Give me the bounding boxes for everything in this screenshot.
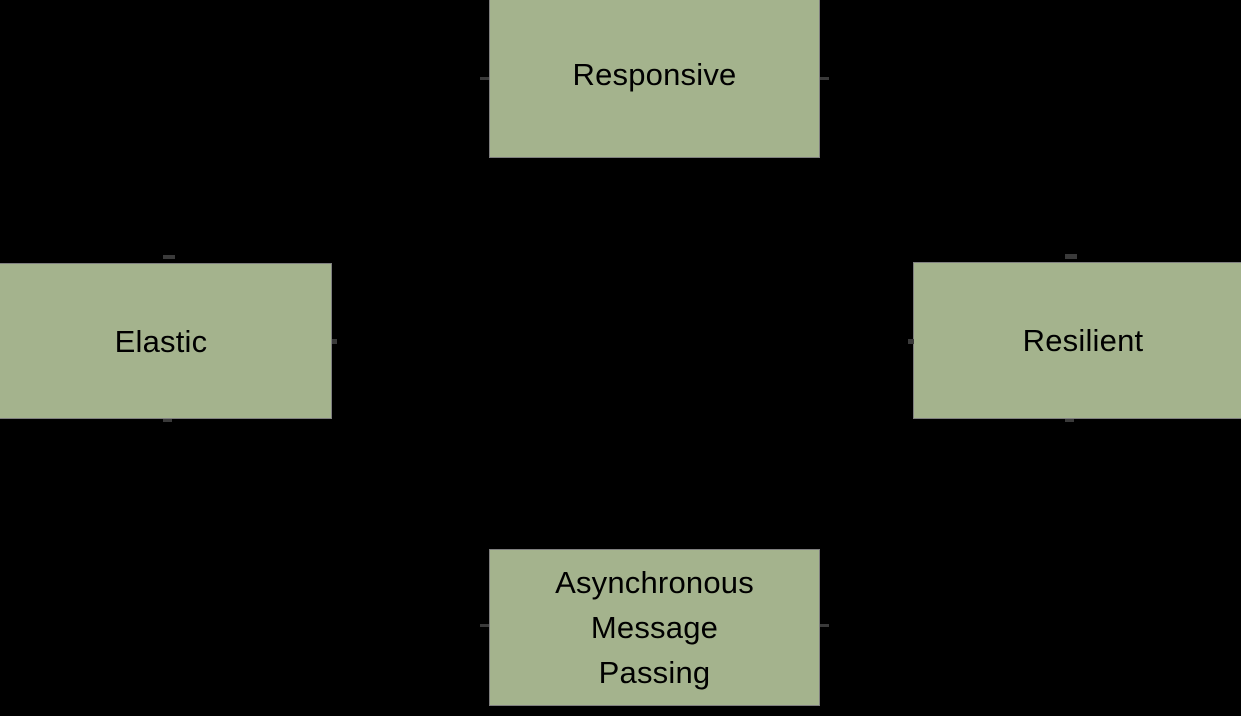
node-resilient[interactable]: Resilient <box>913 262 1241 419</box>
node-asynchronous-message-passing[interactable]: Asynchronous Message Passing <box>489 549 820 706</box>
connector-stub-async-left <box>480 624 489 627</box>
node-elastic-label: Elastic <box>114 323 208 359</box>
node-asynchronous-message-passing-label: Asynchronous Message Passing <box>555 565 754 690</box>
connector-stub-elastic-right <box>332 339 337 344</box>
node-resilient-label: Resilient <box>1022 323 1144 358</box>
connector-stub-elastic-bottom <box>163 419 172 422</box>
connector-stub-resilient-top <box>1065 254 1077 259</box>
connector-stub-async-right <box>820 624 829 627</box>
node-elastic[interactable]: Elastic <box>0 263 332 419</box>
connector-stub-resilient-bottom <box>1065 419 1074 422</box>
connector-stub-responsive-right <box>820 77 829 80</box>
node-responsive[interactable]: Responsive <box>489 0 820 158</box>
node-responsive-label: Responsive <box>572 57 737 92</box>
connector-stub-responsive-left <box>480 77 489 80</box>
connector-stub-resilient-left <box>908 339 914 344</box>
connector-stub-elastic-top <box>163 255 175 259</box>
